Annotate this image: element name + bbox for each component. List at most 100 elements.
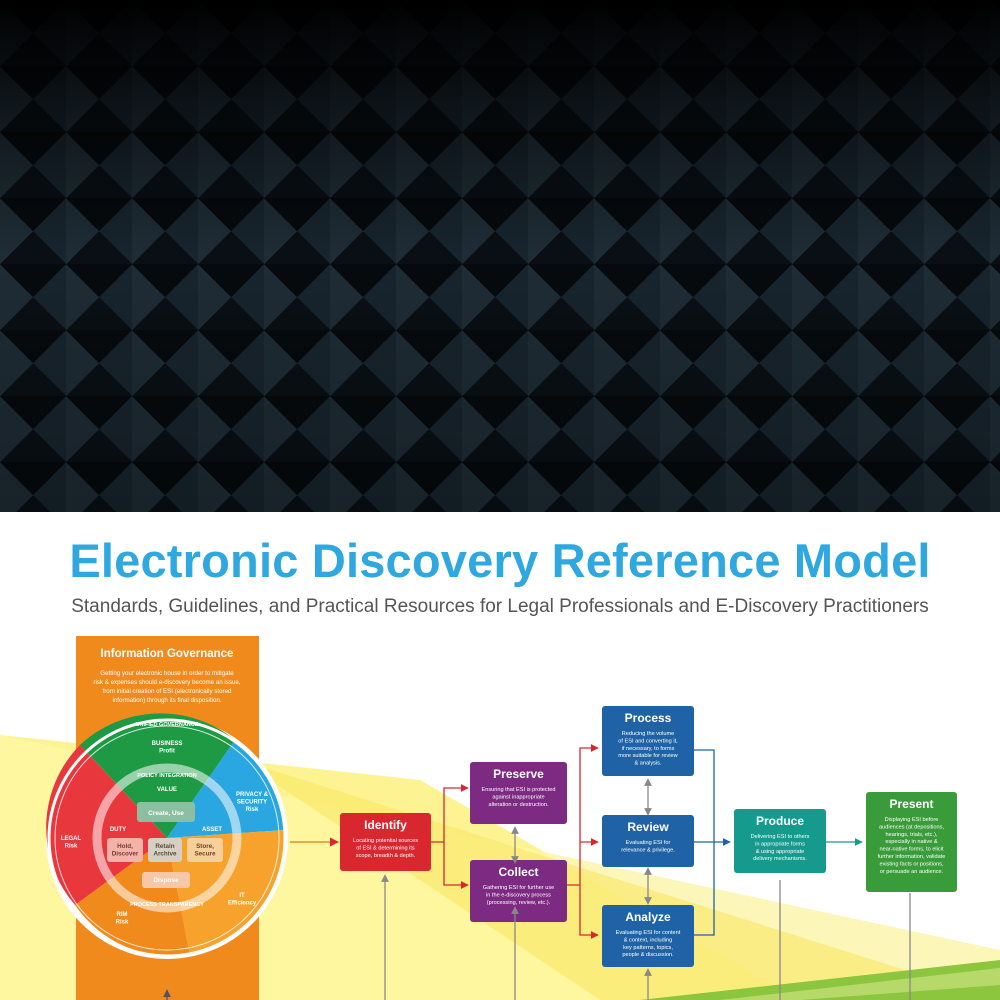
hold-wheel-label: Hold, — [117, 843, 133, 850]
present-stage-description-line: audiences (at depositions, — [879, 824, 944, 830]
retain-archive-box — [148, 838, 182, 862]
store-wheel-label: Store, — [196, 843, 214, 850]
review-stage-box — [602, 815, 694, 867]
retain-wheel-label: Retain — [155, 843, 174, 850]
store-secure-box — [187, 838, 223, 862]
collect-stage-description-line: Gathering ESI for further use — [483, 885, 555, 891]
present-stage-box — [866, 792, 957, 892]
hold-wheel-label: Discover — [112, 851, 139, 858]
present-stage-description-line: further information, validate — [878, 854, 946, 860]
privacy-segment — [167, 740, 285, 838]
preserve-stage-description-line: alteration or destruction. — [488, 802, 548, 808]
process-transparency-label: PROCESS TRANSPARENCY — [130, 902, 204, 908]
legal-wheel-label: Risk — [65, 844, 78, 850]
process-stage-description-line: more suitable for review — [618, 753, 678, 759]
legal-wheel-label: LEGAL — [61, 836, 82, 842]
rim-wheel-label: RIM — [117, 912, 128, 918]
value-label: VALUE — [157, 787, 177, 793]
hold-discover-box — [107, 838, 143, 862]
governance-wheel-labels: UNIFIED GOVERNANCE POLICY INTEGRATION PR… — [110, 722, 223, 908]
process-stage-description-line: & analysis. — [634, 761, 661, 767]
it-wheel-label: IT — [239, 893, 245, 899]
process-stage-description-line: if necessary, to forms — [622, 746, 675, 752]
produce-stage-description-line: Delivering ESI to others — [751, 834, 810, 840]
governance-description-line: Getting your electronic house in order t… — [100, 670, 234, 677]
produce-stage-description-line: & using appropriate — [756, 849, 805, 855]
analyze-stage-description-line: key patterns, topics, — [623, 945, 673, 951]
collect-stage-box — [470, 860, 567, 922]
identify-stage-description-line: Locating potential sources — [353, 838, 418, 844]
page-title: Electronic Discovery Reference Model — [69, 534, 931, 587]
collect-stage-description-line: in the e-discovery process — [486, 892, 551, 898]
review-stage-description-line: Evaluating ESI for — [626, 840, 671, 846]
governance-wheel — [46, 713, 288, 959]
collect-stage-description-line: (processing, review, etc.). — [487, 900, 551, 906]
produce-stage-box — [734, 809, 826, 873]
dispose-label: Dispose — [153, 877, 179, 884]
business-wheel-label: BUSINESS — [152, 741, 183, 747]
produce-stage-description-line: in appropriate forms — [755, 841, 805, 847]
present-stage-description-line: especially in native & — [885, 839, 938, 845]
present-stage-title: Present — [889, 797, 933, 811]
privacy-wheel-label: Risk — [246, 807, 259, 813]
dispose-box — [142, 872, 190, 888]
store-wheel-label: Secure — [194, 851, 216, 858]
business-segment — [80, 713, 235, 838]
governance-description-line: risk & expenses should e-discovery becom… — [93, 679, 240, 686]
preserve-stage-title: Preserve — [493, 767, 544, 781]
collect-stage-title: Collect — [498, 865, 538, 879]
it-wheel-label: Efficiency — [228, 901, 257, 907]
policy-integration-label: POLICY INTEGRATION — [137, 773, 196, 779]
review-stage-description-line: relevance & privilege. — [621, 847, 675, 853]
analyze-stage-description-line: people & discussion. — [622, 952, 674, 958]
present-stage-description-line: or persuade an audience. — [880, 869, 944, 875]
duty-label: DUTY — [110, 827, 126, 833]
create-use-box — [137, 802, 195, 822]
analyze-stage-description-line: Evaluating ESI for content — [616, 930, 681, 936]
analyze-stage-box — [602, 905, 694, 967]
identify-stage-description-line: scope, breadth & depth. — [356, 853, 416, 859]
governance-title: Information Governance — [101, 648, 234, 660]
present-stage-description-line: hearings, trials, etc.), — [886, 832, 938, 838]
analyze-stage-description-line: & context, including — [624, 937, 673, 943]
business-wheel-label: Profit — [159, 749, 175, 755]
privacy-wheel-label: SECURITY — [237, 800, 267, 806]
process-stage-description-line: Reducing the volume — [622, 731, 675, 737]
process-stage-description-line: of ESI and converting it, — [618, 738, 678, 744]
governance-description-line: information) through its final dispositi… — [112, 697, 221, 704]
identify-stage-description-line: of ESI & determining its — [356, 845, 415, 851]
privacy-wheel-label: PRIVACY & — [236, 792, 269, 798]
preserve-stage-description-line: Ensuring that ESI is protected — [481, 787, 555, 793]
identify-stage-title: Identify — [364, 818, 407, 832]
preserve-stage-box — [470, 762, 567, 824]
process-stage-title: Process — [625, 711, 672, 725]
hero-background-image — [0, 0, 1000, 512]
review-stage-title: Review — [627, 820, 669, 834]
process-stage-box — [602, 706, 694, 776]
create-use-label: Create, Use — [148, 810, 184, 817]
governance-description-line: from initial creation of ESI (electronic… — [103, 688, 233, 695]
preserve-stage-description-line: against inappropriate — [492, 794, 544, 800]
governance-description: Getting your electronic house in order t… — [93, 670, 240, 704]
asset-label: ASSET — [202, 827, 222, 833]
rim-wheel-label: Risk — [116, 920, 129, 926]
present-stage-description-line: near-native forms, to elicit — [879, 847, 943, 853]
present-stage-description-line: Displaying ESI before — [885, 817, 939, 823]
present-stage-description-line: existing facts or positions, — [879, 861, 943, 867]
flow-arrows — [163, 744, 911, 1000]
retain-wheel-label: Archive — [153, 851, 177, 858]
analyze-stage-title: Analyze — [625, 910, 671, 924]
identify-stage-box — [340, 813, 431, 871]
produce-stage-description-line: delivery mechanisms. — [753, 856, 807, 862]
produce-stage-title: Produce — [756, 814, 804, 828]
